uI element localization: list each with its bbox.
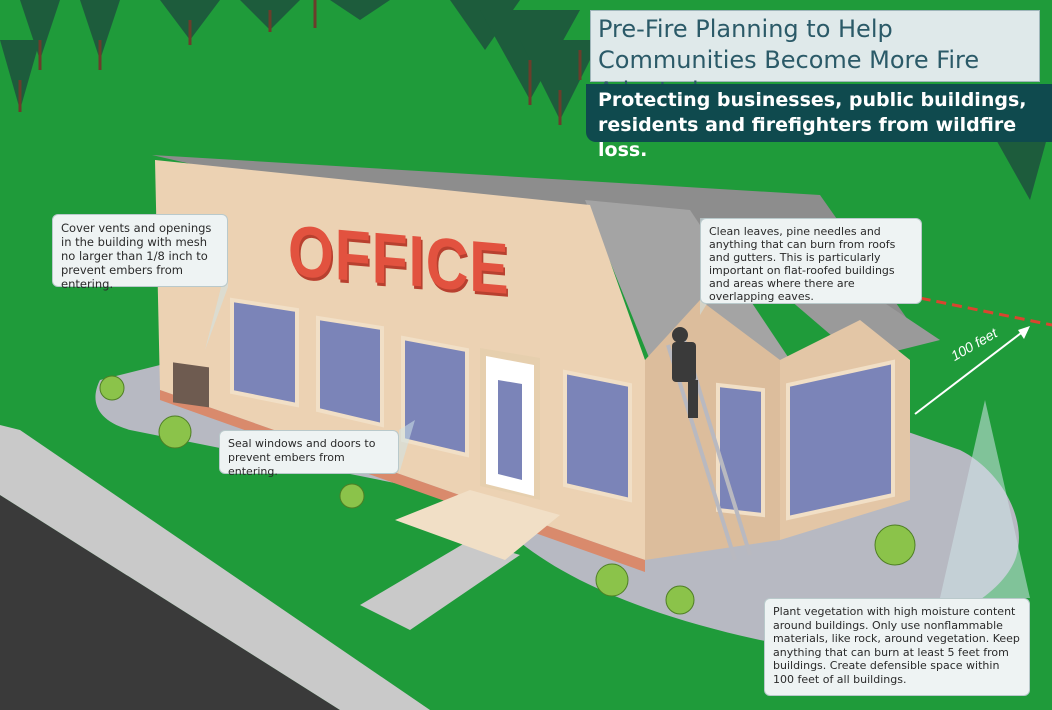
sidewalk [0, 425, 430, 710]
callout-vegetation: Plant vegetation with high moisture cont… [764, 598, 1030, 696]
page-subtitle: Protecting businesses, public buildings,… [598, 89, 1027, 161]
distance-arrow [914, 329, 1026, 415]
callout-beam-plant [940, 400, 1030, 598]
shrubs [99, 375, 916, 615]
callout-windows: Seal windows and doors to prevent embers… [219, 430, 399, 478]
distance-boundary [904, 293, 1052, 327]
title-box [590, 10, 1040, 82]
distance-arrowhead [1018, 326, 1030, 339]
person-on-ladder [672, 327, 698, 418]
callout-vents: Cover vents and openings in the building… [52, 214, 228, 291]
walkway [360, 540, 520, 630]
door-glass [498, 380, 522, 480]
callout-beam-windows [399, 420, 415, 474]
callout-roof: Clean leaves, pine needles and anything … [700, 218, 922, 304]
entry-ramp [395, 490, 560, 560]
subtitle-box [586, 84, 1052, 142]
vent [173, 362, 209, 408]
windows [230, 297, 895, 521]
roof-right-slope [585, 200, 790, 360]
